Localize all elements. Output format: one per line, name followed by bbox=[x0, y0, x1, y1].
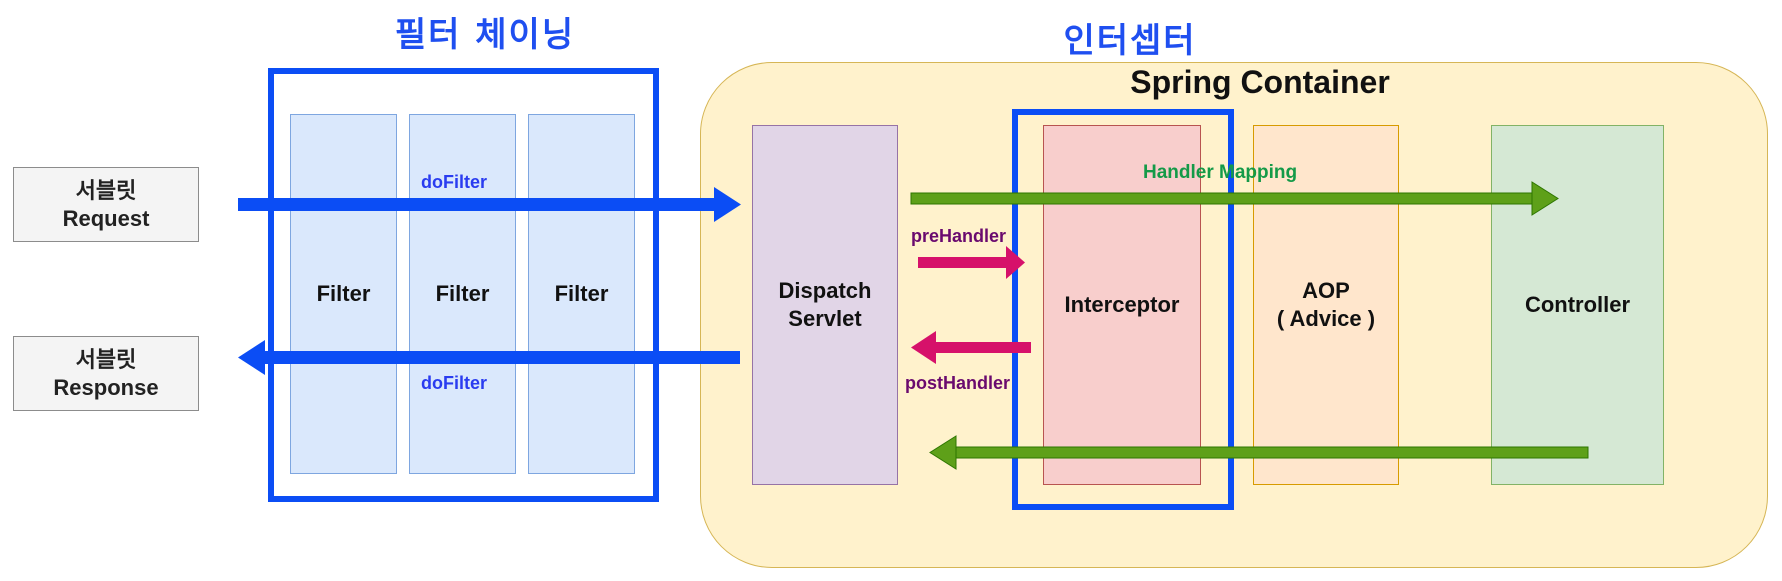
filter-chaining-title: 필터 체이닝 bbox=[394, 14, 576, 55]
interceptor-section-title: 인터셉터 bbox=[1063, 20, 1197, 61]
post-handler-arrow bbox=[911, 331, 1031, 364]
servlet-request-line1: 서블릿 bbox=[75, 177, 137, 203]
post-handler-label: postHandler bbox=[905, 373, 1011, 393]
handler-mapping-label: Handler Mapping bbox=[1143, 162, 1298, 183]
interceptor-highlight-frame bbox=[1012, 109, 1234, 510]
response-arrow bbox=[238, 340, 740, 375]
servlet-response-line1: 서블릿 bbox=[75, 346, 137, 372]
spring-container-title: Spring Container bbox=[1130, 63, 1390, 100]
filter-chain-highlight-frame bbox=[268, 68, 659, 502]
controller-return-arrow bbox=[929, 435, 1589, 470]
pre-handler-arrow bbox=[918, 246, 1025, 279]
pre-handler-label: preHandler bbox=[911, 226, 1007, 246]
do-filter-top-label: doFilter bbox=[421, 172, 487, 192]
do-filter-bottom-label: doFilter bbox=[421, 373, 487, 393]
controller-box: Controller bbox=[1491, 125, 1664, 485]
filter-box-3: Filter bbox=[528, 114, 635, 474]
servlet-request-line2: Request bbox=[62, 205, 150, 231]
filter-box-2: Filter bbox=[409, 114, 516, 474]
servlet-request-box: 서블릿 Request bbox=[13, 167, 199, 242]
aop-box: AOP ( Advice ) bbox=[1253, 125, 1399, 485]
servlet-response-box: 서블릿 Response bbox=[13, 336, 199, 411]
dispatcher-servlet-box: Dispatch Servlet bbox=[752, 125, 898, 485]
request-arrow bbox=[238, 187, 741, 222]
handler-mapping-arrow bbox=[910, 181, 1559, 216]
servlet-response-line2: Response bbox=[53, 374, 159, 400]
filter-box-1: Filter bbox=[290, 114, 397, 474]
interceptor-box: Interceptor bbox=[1043, 125, 1201, 485]
